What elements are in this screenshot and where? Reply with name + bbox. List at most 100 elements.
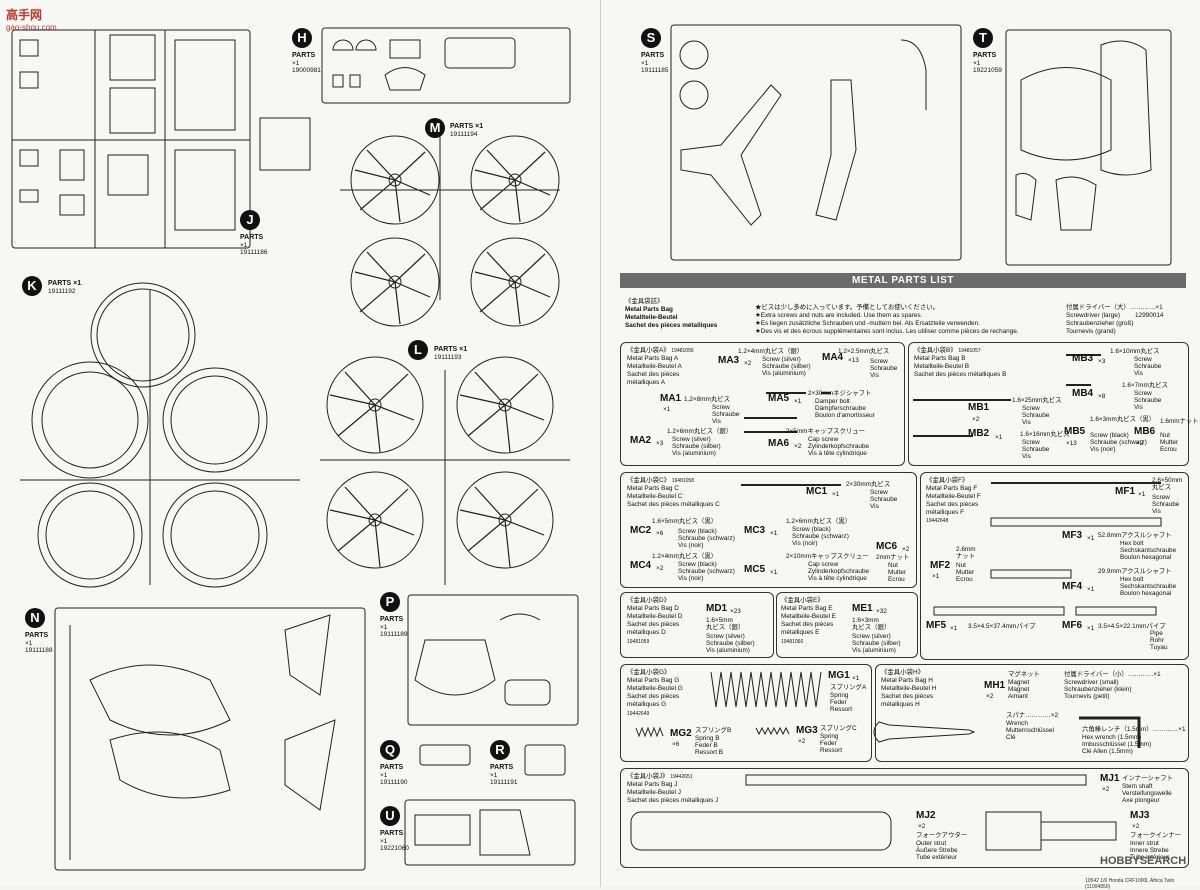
sprue-letter-m: M xyxy=(425,118,445,138)
part-mc4-desc: Screw (black) Schraube (schwarz) Vis (no… xyxy=(678,561,735,583)
part-mb1-qty: ×2 xyxy=(972,416,980,423)
bag-c-l1: Metal Parts Bag C xyxy=(627,485,679,492)
bag-d-code: 19481059 xyxy=(627,639,650,645)
part-mc1-qty: ×1 xyxy=(832,491,840,498)
part-mb1: MB1 xyxy=(968,402,990,413)
bag-c-l3: Sachet des pièces métalliques C xyxy=(627,501,720,508)
bag-d-box xyxy=(620,592,774,658)
bag-e-code: 19481060 xyxy=(781,639,804,645)
part-mb2-qty: ×1 xyxy=(995,434,1003,441)
part-mb5-desc: Screw (black) Schraube (schwarz) Vis (no… xyxy=(1090,432,1147,454)
part-mb4-spec: 1.6×7mm丸ビス xyxy=(1122,382,1168,389)
part-mf6-spec: 3.5×4.5×22.1mmパイプ xyxy=(1098,623,1166,630)
part-mc3-qty: ×1 xyxy=(770,530,778,537)
part-mf3-spec: 52.8mmアクスルシャフト xyxy=(1098,532,1172,539)
part-me1-desc: Screw (silver) Schraube (silber) Vis (al… xyxy=(852,633,901,655)
bag-d-l3: Sachet des pièces xyxy=(627,621,680,628)
part-mg2-spec: スプリングB xyxy=(695,727,732,734)
note-de: ★Es liegen zusätzliche Schrauben und -mu… xyxy=(755,320,980,327)
part-ma6-qty: ×2 xyxy=(794,443,802,450)
part-mg3-spec: スプリングC xyxy=(820,725,857,732)
part-mj2-qty: ×2 xyxy=(918,823,926,830)
bag-h-l1: Metal Parts Bag H xyxy=(881,677,933,684)
part-mf6-qty: ×1 xyxy=(1087,625,1095,632)
part-mg3: MG3 xyxy=(796,725,818,736)
part-mc5: MC5 xyxy=(744,564,766,575)
part-mb5: MB5 xyxy=(1064,426,1086,437)
bag-f-l2: Metallteile-Beutel F xyxy=(926,493,981,500)
drv-small-jp: 付属ドライバー（小）…………×1 xyxy=(1064,671,1161,678)
part-ma3-spec: 1.2×4mm丸ビス（銀） xyxy=(738,348,804,355)
bag-a-l4: métalliques A xyxy=(627,379,666,386)
page-footer: 10542 1/6 Honda CRF1000L Africa Twin (11… xyxy=(1085,878,1175,890)
part-mc6-desc: Nut Mutter Ecrou xyxy=(888,562,907,584)
bag-h-l3: Sachet des pièces xyxy=(881,693,934,700)
part-mj1-qty: ×2 xyxy=(1102,786,1110,793)
bag-f-l4: métalliques F xyxy=(926,509,965,516)
part-mf2-spec: 2.6mm ナット xyxy=(956,546,976,561)
part-mh1: MH1 xyxy=(984,680,1006,691)
bag-d-l2: Metallteile-Beutel D xyxy=(627,613,683,620)
bag-e-l3: Sachet des pièces xyxy=(781,621,834,628)
part-mh1-spec: マグネット xyxy=(1008,671,1040,678)
part-mj1-desc: Stem shaft Versteifungswelle Axe plongeu… xyxy=(1122,783,1172,805)
part-mj2: MJ2 xyxy=(916,810,936,821)
bag-b-box xyxy=(908,342,1189,466)
bag-b-jp: 《金具小袋B》 19481057 xyxy=(914,347,981,354)
note-fr: ★Des vis et des écrous supplémentaires s… xyxy=(755,328,1019,335)
part-mf4-desc: Hex bolt Sechskantschraube Boulon hexago… xyxy=(1120,576,1177,598)
sprue-letter-l: L xyxy=(408,340,428,360)
part-mf2-qty: ×1 xyxy=(932,573,940,580)
part-mc3-desc: Screw (black) Schraube (schwarz) Vis (no… xyxy=(792,526,849,548)
bag-j-l2: Metallteile-Beutel J xyxy=(627,789,681,796)
part-ma4-spec: 1.2×2.5mm丸ビス xyxy=(838,348,890,355)
bag-j-jp: 《金具小袋J》 19442651 xyxy=(627,773,693,780)
part-mf3-qty: ×1 xyxy=(1087,535,1095,542)
part-mf1-qty: ×1 xyxy=(1138,491,1146,498)
sprue-letter-j: J xyxy=(240,210,260,230)
metal-parts-list-title: METAL PARTS LIST xyxy=(620,273,1186,288)
part-ma4: MA4 xyxy=(822,352,844,363)
part-ma2: MA2 xyxy=(630,435,652,446)
part-mg1: MG1 xyxy=(828,670,850,681)
bag-b-l1: Metal Parts Bag B xyxy=(914,355,966,362)
part-mc2-qty: ×6 xyxy=(656,530,664,537)
sprue-drawings-right xyxy=(630,24,1172,851)
part-mj3-desc: Inner strut Innere Strebe Tube intérieur xyxy=(1130,840,1170,862)
brand-watermark: HOBBYSEARCH xyxy=(1100,855,1187,867)
part-ma5-qty: ×1 xyxy=(794,398,802,405)
bag-g-l3: Sachet des pièces xyxy=(627,693,680,700)
part-mf5-spec: 3.5×4.5×37.4mmパイプ xyxy=(968,623,1036,630)
hex-wrench-jp: 六角棒レンチ（1.5mm）…………×1 xyxy=(1082,726,1186,733)
part-mf1-desc: Screw Schraube Vis xyxy=(1152,494,1180,516)
driver-code: 12990014 xyxy=(1135,312,1164,319)
bag-f-l1: Metal Parts Bag F xyxy=(926,485,978,492)
bag-h-jp: 《金具小袋H》 xyxy=(881,669,924,676)
part-mc6-qty: ×2 xyxy=(902,546,910,553)
part-ma1-desc: Screw Schraube Vis xyxy=(712,404,740,426)
part-ma1-spec: 1.2×8mm丸ビス xyxy=(684,396,730,403)
part-mb1-spec: 1.6×25mm丸ビス xyxy=(1012,397,1062,404)
bag-a-l2: Metallteile-Beutel A xyxy=(627,363,682,370)
bag-f-box xyxy=(920,472,1189,660)
bag-c-jp: 《金具小袋C》 19481058 xyxy=(627,477,694,484)
part-mc2: MC2 xyxy=(630,525,652,536)
sprue-letter-k: K xyxy=(22,276,42,296)
bag-j-l3: Sachet des pièces métalliques J xyxy=(627,797,719,804)
hex-wrench: Hex wrench (1.5mm) Imbusschlüssel (1,5mm… xyxy=(1082,734,1152,756)
part-mc4: MC4 xyxy=(630,560,652,571)
bag-b-l3: Sachet des pièces métalliques B xyxy=(914,371,1007,378)
part-mf3: MF3 xyxy=(1062,530,1082,541)
part-mb3: MB3 xyxy=(1072,353,1094,364)
part-mg2-qty: ×6 xyxy=(672,741,680,748)
part-ma2-qty: ×3 xyxy=(656,440,664,447)
part-mf2: MF2 xyxy=(930,560,950,571)
part-mb3-qty: ×3 xyxy=(1098,358,1106,365)
bag-h-box xyxy=(875,664,1189,762)
part-mb2-desc: Screw Schraube Vis xyxy=(1022,439,1050,461)
